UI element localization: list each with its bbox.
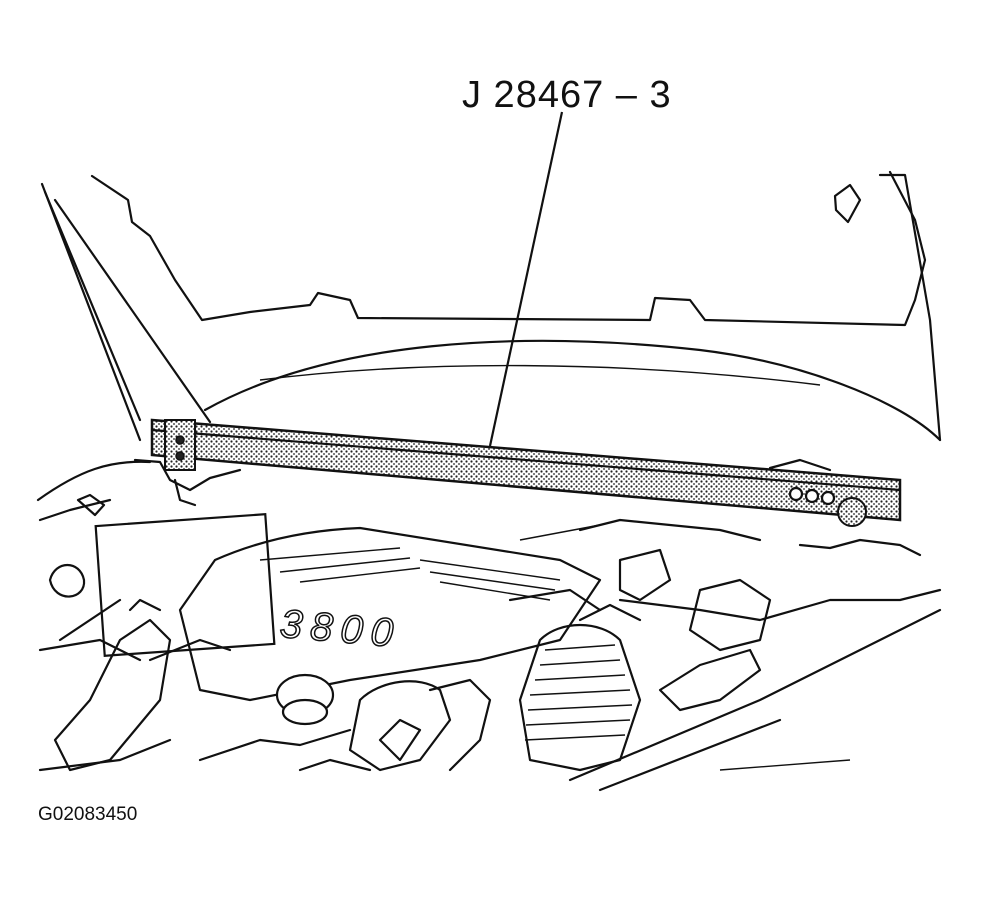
tool-callout-label: J 28467 – 3 — [462, 74, 672, 116]
wiring-harness-left — [38, 598, 232, 772]
engine-badge-text: 3800 — [278, 602, 402, 656]
support-fixture-beam — [133, 418, 922, 557]
oil-filler-cap — [275, 673, 335, 726]
engine-cover — [178, 526, 602, 702]
left-fender-area — [36, 460, 276, 662]
figure-id: G02083450 — [38, 804, 138, 825]
right-side-components — [519, 518, 942, 792]
air-intake-duct — [518, 603, 642, 772]
hood-prop-rods — [40, 182, 212, 442]
lower-engine-parts — [198, 678, 492, 772]
callout-leader-line — [488, 111, 564, 447]
hood-outline — [90, 170, 942, 442]
